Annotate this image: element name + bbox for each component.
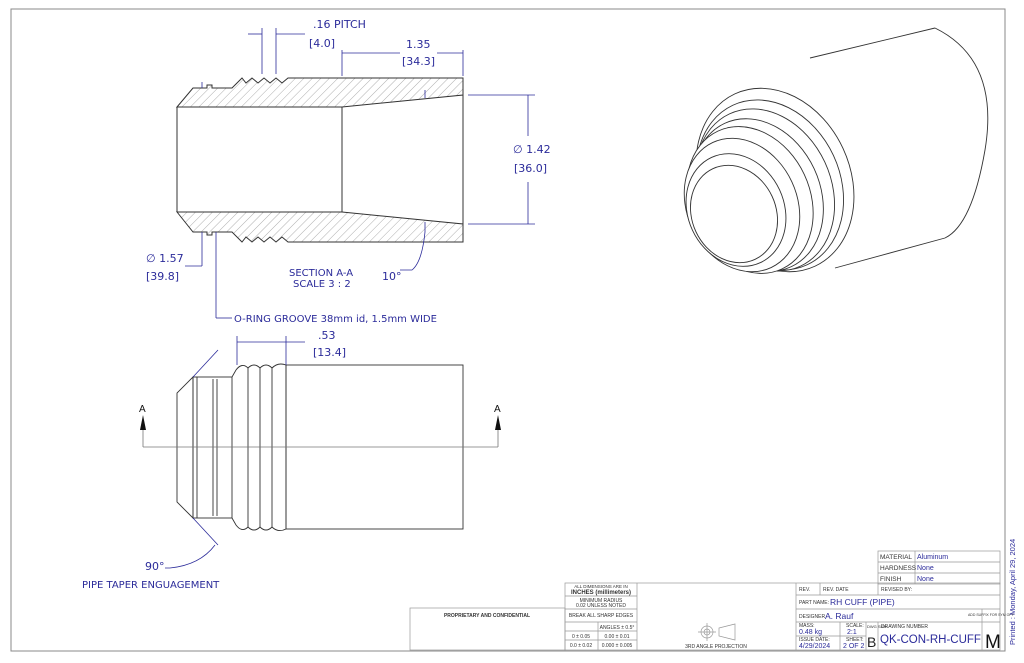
drawing-number-label: DRAWING NUMBER (881, 624, 928, 630)
printed-date: Printed : Monday, April 29, 2024 (1008, 539, 1017, 645)
proprietary-notice: PROPRIETARY AND CONFIDENTIAL (444, 613, 530, 619)
part-name-label: PART NAME: (799, 600, 829, 606)
section-arrow-left-icon (140, 415, 146, 430)
material-value: Aluminum (917, 554, 948, 561)
length-dimension-mm: [34.3] (402, 55, 435, 68)
inner-diameter-dimension: ∅ 1.42 (513, 143, 551, 156)
section-label-right: A (494, 404, 501, 415)
title-block (409, 550, 1001, 651)
drawing-number-value: QK-CON-RH-CUFF (880, 634, 981, 646)
oring-groove-note: O-RING GROOVE 38mm id, 1.5mm WIDE (234, 314, 437, 325)
designer-label: DESIGNER (799, 614, 826, 620)
outer-diameter-dimension: ∅ 1.57 (146, 252, 184, 265)
hardness-label: HARDNESS (880, 565, 917, 572)
taper-note: PIPE TAPER ENGUAGEMENT (82, 580, 220, 591)
mass-value: 0.48 kg (799, 629, 822, 636)
designer-value: A. Rauf (825, 611, 854, 621)
isometric-view (683, 27, 990, 280)
pitch-dimension-mm: [4.0] (309, 37, 335, 50)
size-value: B (867, 634, 876, 650)
revised-by-label: REVISED BY: (881, 587, 912, 593)
section-top-wall (175, 77, 464, 108)
mass-label: MASS: (799, 623, 815, 629)
min-radius-label: MINIMUM RADIUS (580, 598, 623, 604)
inner-diameter-dimension-mm: [36.0] (514, 162, 547, 175)
side-dimensions (165, 336, 305, 569)
section-arrow-right-icon (495, 415, 501, 430)
angles-tolerance: ANGLES ± 0.5° (600, 625, 635, 631)
part-name-value: RH CUFF (PIPE) (830, 597, 895, 607)
issue-date-value: 4/29/2024 (799, 643, 830, 650)
section-title: SECTION A-A (289, 268, 353, 279)
issue-date-label: ISSUE DATE: (799, 637, 830, 643)
projection-label: 3RD ANGLE PROJECTION (685, 644, 747, 650)
thread-length-dimension: .53 (318, 329, 336, 342)
taper-angle-dimension: 10° (382, 270, 402, 283)
section-view (175, 77, 464, 243)
sheet-border (10, 8, 1006, 652)
section-scale: SCALE 3 : 2 (293, 279, 351, 290)
section-dimensions (185, 28, 535, 319)
units-caption: ALL DIMENSIONS ARE IN (574, 584, 628, 589)
scale-label: SCALE: (846, 623, 864, 629)
outer-diameter-dimension-mm: [39.8] (146, 270, 179, 283)
sheet-value: 2 OF 2 (843, 643, 865, 650)
finish-value: None (917, 576, 934, 583)
section-bottom-wall (175, 211, 464, 243)
units-value: INCHES (millimeters) (571, 590, 631, 596)
taper-angle-90: 90° (145, 560, 165, 573)
section-label-left: A (139, 404, 146, 415)
suffix-value: M (985, 632, 1001, 653)
thread-length-dimension-mm: [13.4] (313, 346, 346, 359)
pitch-dimension: .16 PITCH (313, 18, 366, 31)
min-radius-note: 0.02 UNLESS NOTED (576, 603, 626, 609)
rev-date-label: REV. DATE (823, 587, 849, 593)
tolerance-1a: 0 ± 0.05 (572, 634, 590, 640)
size-label: DWG SIZE (867, 624, 887, 629)
side-view (176, 363, 464, 532)
tolerance-1b: 0.00 ± 0.01 (605, 634, 630, 640)
hardness-value: None (917, 565, 934, 572)
finish-label: FINISH (880, 576, 902, 583)
length-dimension: 1.35 (406, 38, 431, 51)
tolerance-2a: 0.0 ± 0.02 (570, 643, 592, 649)
tolerance-2b: 0.000 ± 0.005 (602, 643, 633, 649)
scale-value: 2:1 (847, 629, 857, 636)
suffix-label: ADD SUFFIX FOR SYM OPP (968, 613, 1015, 617)
sheet-label: SHEET: (846, 637, 864, 643)
break-edges-note: BREAK ALL SHARP EDGES (569, 613, 634, 619)
rev-label: REV. (799, 587, 810, 593)
material-label: MATERIAL (880, 554, 912, 561)
